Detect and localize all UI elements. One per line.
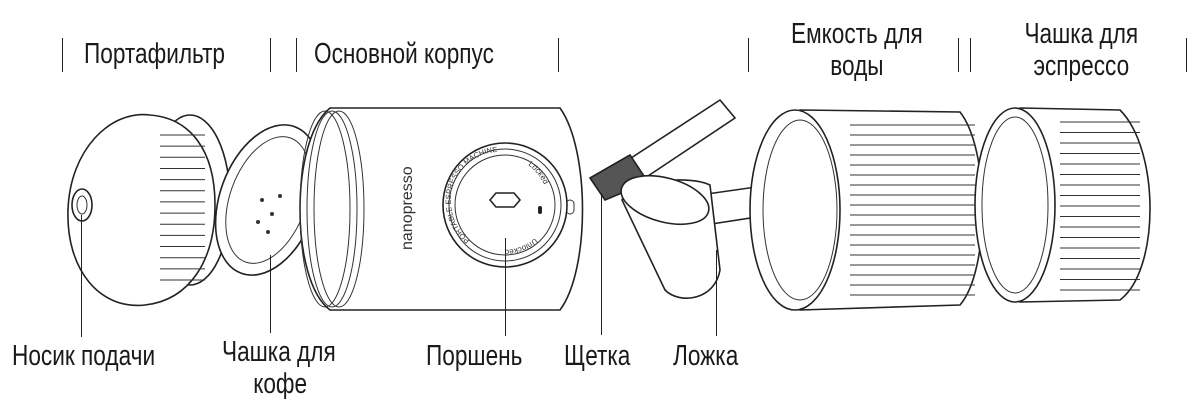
leader-line	[81, 215, 83, 337]
divider	[270, 38, 272, 72]
label-line: эспрессо	[1033, 50, 1130, 82]
label-spoon: Ложка	[673, 340, 739, 372]
divider	[970, 38, 972, 72]
divider	[558, 38, 560, 72]
label-line: Чашка для	[222, 336, 336, 368]
portafilter-drawing	[67, 113, 231, 307]
label-line: Емкость для	[791, 18, 923, 50]
main-body-drawing: PORTABLE ESPRESSO MACHINE Locked Unlocke…	[299, 107, 584, 311]
leader-line	[270, 255, 272, 333]
leader-line	[716, 250, 718, 336]
label-line: воды	[830, 50, 884, 82]
divider	[748, 38, 750, 72]
label-main-body: Основной корпус	[314, 38, 494, 70]
divider	[62, 38, 64, 72]
brand-text: nanopresso	[399, 166, 416, 250]
label-portafilter: Портафильтр	[84, 38, 226, 70]
label-line: Чашка для	[1024, 18, 1139, 50]
lock-marker	[538, 206, 542, 214]
label-nozzle: Носик подачи	[12, 340, 156, 372]
water-tank-drawing	[749, 109, 984, 311]
espresso-cup-drawing	[974, 107, 1151, 303]
label-piston: Поршень	[426, 340, 523, 372]
leader-line	[505, 238, 507, 336]
divider	[1186, 38, 1188, 72]
label-line: кофе	[253, 368, 308, 400]
spoon-drawing	[620, 174, 783, 299]
label-brush: Щетка	[564, 340, 631, 372]
divider	[296, 38, 298, 72]
leader-line	[601, 195, 603, 335]
divider	[958, 38, 960, 72]
